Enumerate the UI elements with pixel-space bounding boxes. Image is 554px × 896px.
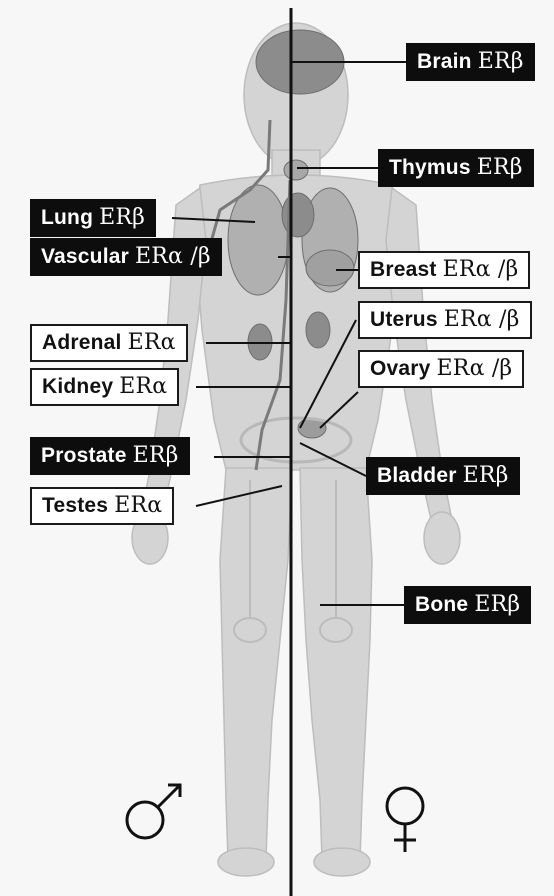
heart-organ [282, 193, 314, 237]
male-symbol-icon [127, 785, 180, 838]
right-kidney-organ [306, 312, 330, 348]
left-lung-organ [228, 185, 288, 295]
left-leg [220, 468, 292, 860]
left-foot [218, 848, 274, 876]
right-hand [424, 512, 460, 564]
right-foot [314, 848, 370, 876]
thymus-organ [284, 160, 308, 180]
female-symbol-icon [387, 788, 423, 852]
breast-organ [306, 250, 354, 286]
